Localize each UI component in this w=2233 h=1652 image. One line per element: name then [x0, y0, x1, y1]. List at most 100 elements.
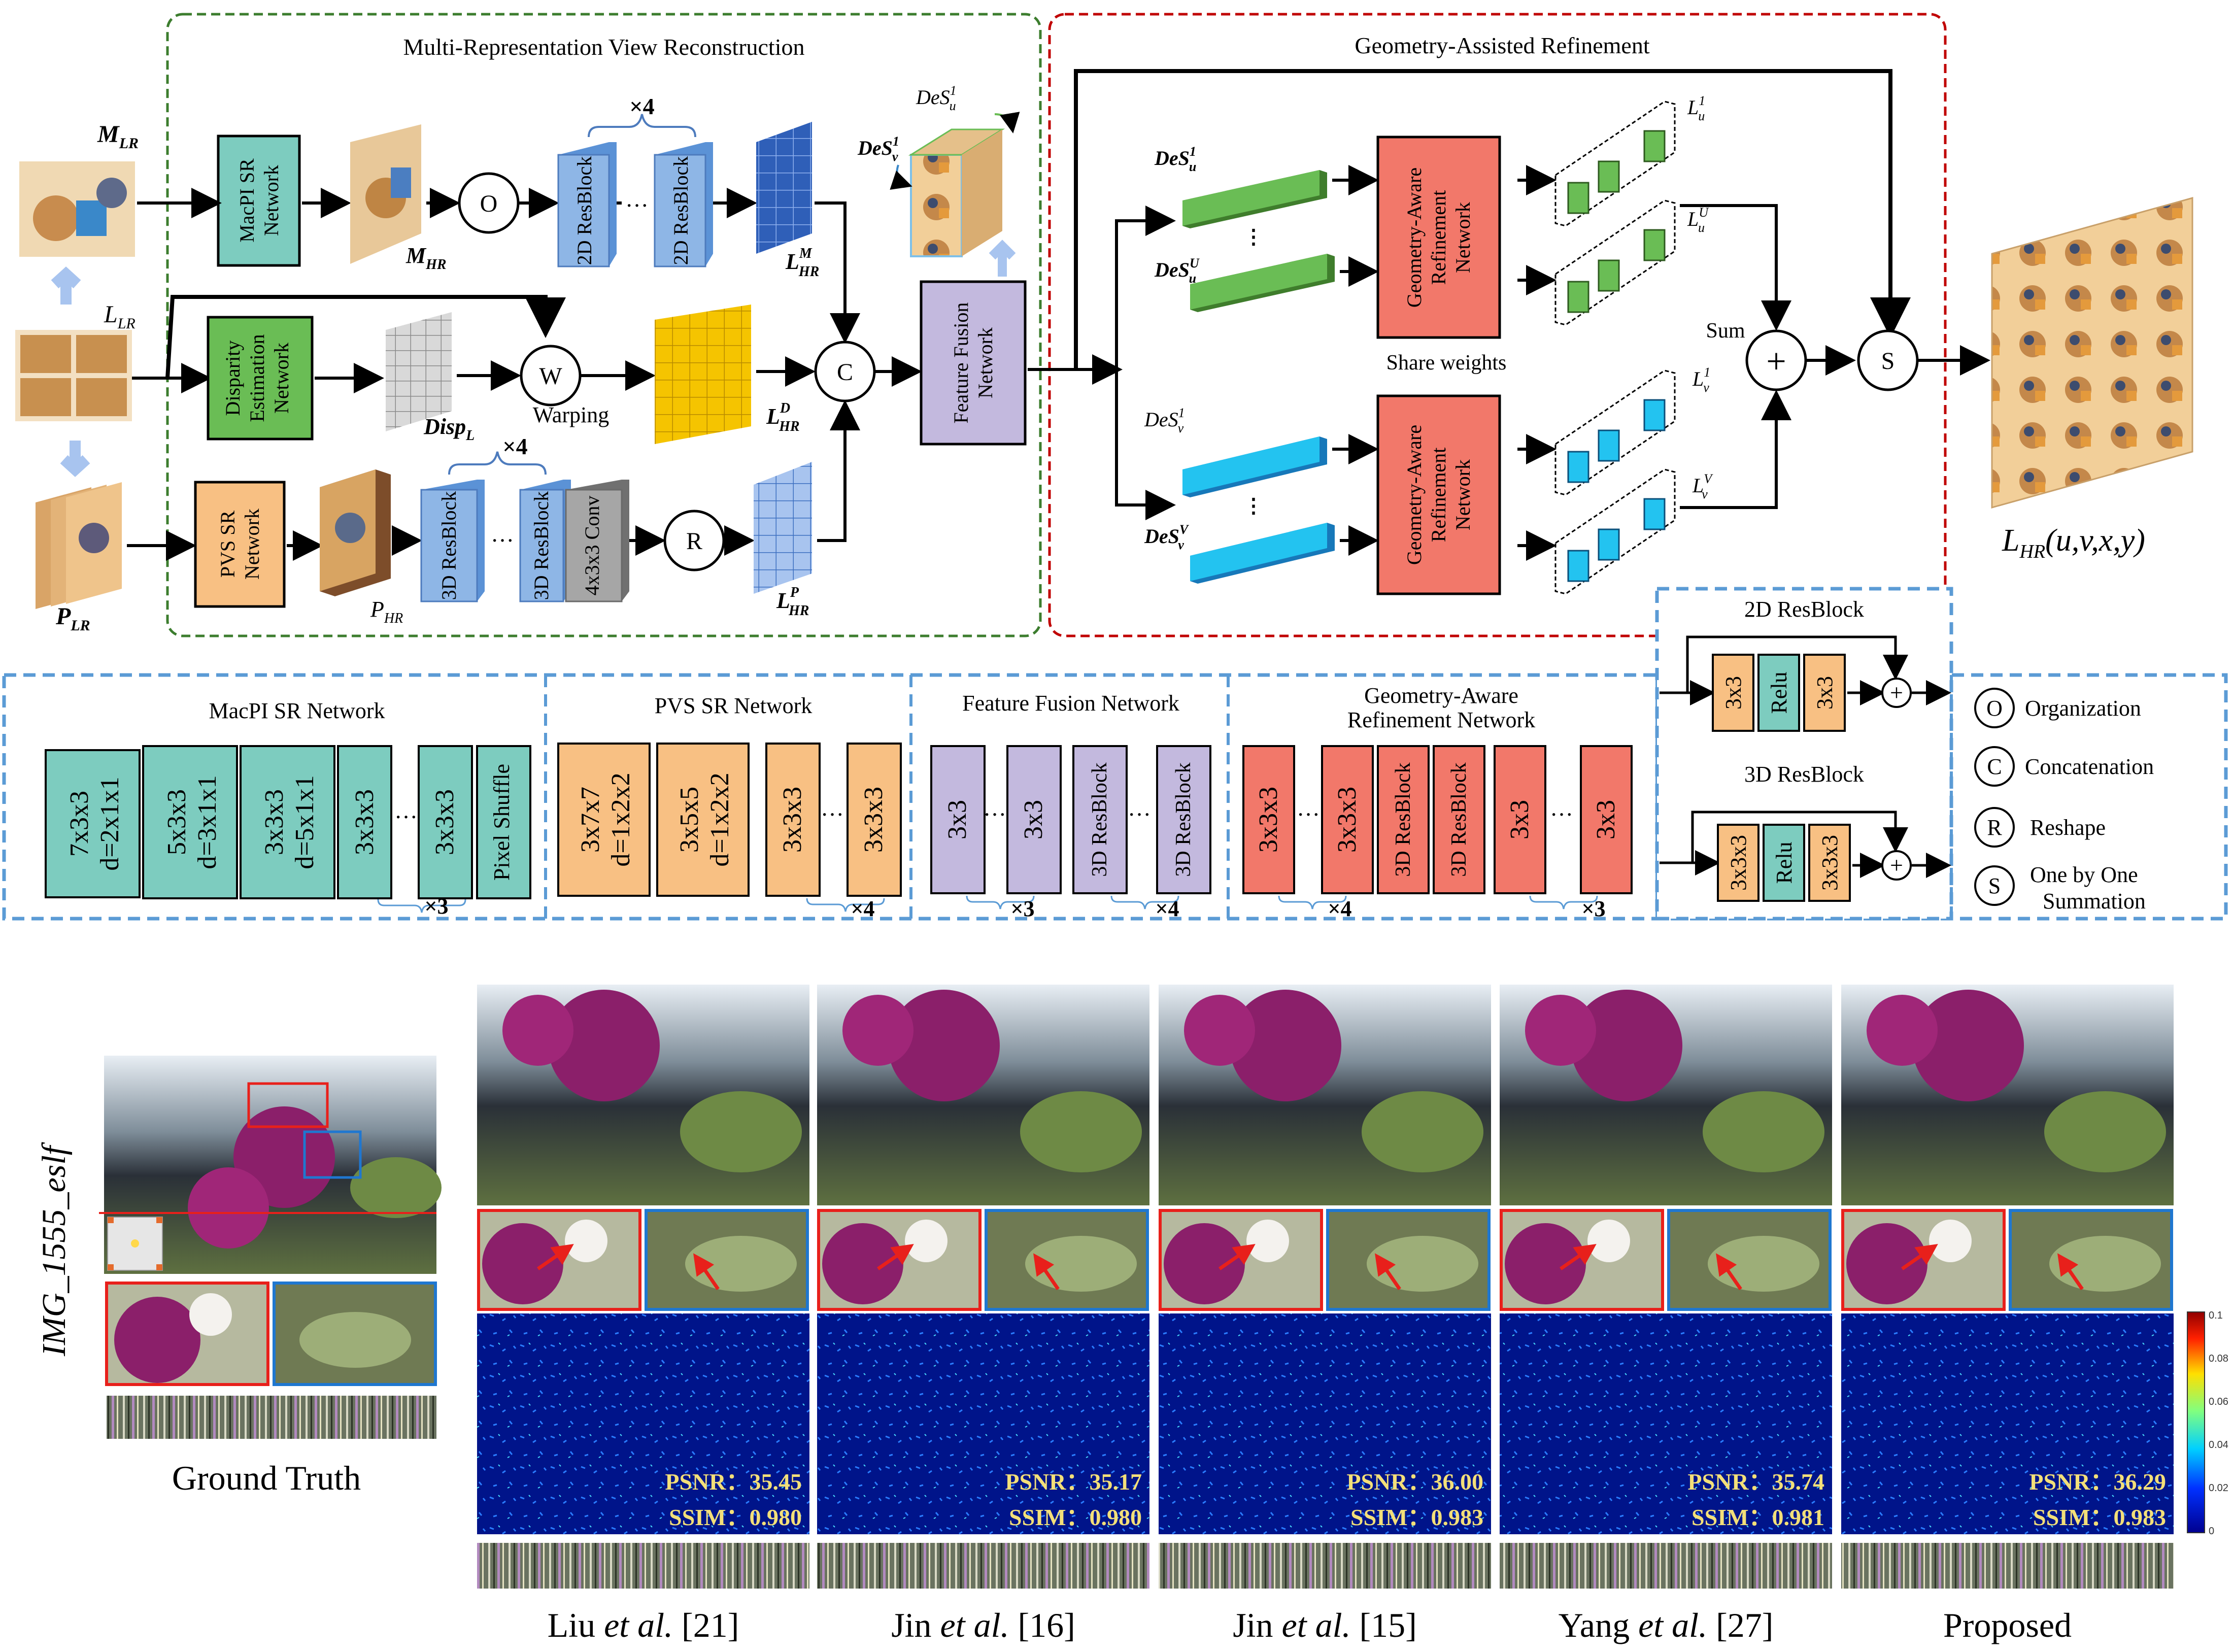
res3d-2-text: 3D ResBlock — [530, 491, 553, 600]
sum-circle — [1745, 329, 1807, 391]
res2d-conv-2-text: 3x3 — [1812, 676, 1837, 710]
method-crop-leaf — [685, 1236, 797, 1292]
ff-block-2-text: 3x3 — [1019, 800, 1048, 839]
res3d-1-text: 3D ResBlock — [437, 491, 460, 600]
gt-epi — [107, 1396, 436, 1439]
pvs-block-1 — [557, 743, 651, 897]
res3d-conv-2 — [1808, 824, 1851, 902]
macpi-detail-blocks: 7x3x3d=2x1x1 5x3x3d=3x1x1 3x3x3d=5x1x1 3… — [45, 745, 531, 899]
gt-crop-red — [105, 1282, 269, 1386]
method-error-map — [1500, 1313, 1832, 1534]
mrvr-panel — [166, 13, 1042, 637]
pvs-block-4 — [847, 743, 902, 897]
method-photo-flower — [1571, 990, 1682, 1101]
scene-name: IMG_1555_eslf — [36, 1142, 73, 1357]
garn-v-text: Geometry-AwareRefinementNetwork — [1403, 425, 1474, 565]
des-vV-stack — [1190, 523, 1335, 584]
method-crop-leaf — [1708, 1236, 1819, 1292]
method-crop-arrow — [1560, 1244, 1597, 1270]
legend-s-sym: S — [1988, 873, 2001, 898]
gar-panel — [1048, 13, 1947, 637]
method-crop-leaf — [2049, 1236, 2161, 1292]
p-lr-label: PLR — [55, 603, 90, 634]
ff-block-1-text: 3x3 — [943, 800, 972, 839]
p-hr-label: PHR — [370, 597, 403, 626]
legend-r-circle — [1974, 807, 2015, 848]
method-crop-petal — [1246, 1220, 1289, 1262]
output-lf-image — [1991, 197, 2193, 509]
garn-box-u — [1376, 136, 1501, 339]
method-error-map — [817, 1313, 1149, 1534]
conv-433-block — [565, 480, 629, 602]
input-p-lr — [36, 482, 122, 609]
op-summation-circle — [1857, 329, 1919, 391]
macpi-block-4 — [337, 745, 392, 899]
ff-rep-1: ×3 — [1010, 896, 1034, 921]
method-epi — [817, 1543, 1149, 1589]
method-psnr: PSNR：36.29 — [2029, 1469, 2166, 1495]
macpi-block-1 — [45, 749, 141, 898]
method-error-map — [477, 1313, 809, 1534]
method-crop-arrow — [693, 1253, 720, 1290]
pvs-net-text: PVS SRNetwork — [216, 509, 263, 580]
macpi-block-2 — [142, 745, 238, 899]
method-psnr: PSNR：35.74 — [1687, 1469, 1824, 1495]
method-crop-flower — [822, 1223, 903, 1304]
ff-detail-blocks: 3x3 ··· 3x3 3D ResBlock ··· 3D ResBlock — [930, 745, 1211, 894]
method-psnr: PSNR：35.17 — [1005, 1469, 1142, 1495]
method-psnr: PSNR：35.45 — [665, 1469, 802, 1495]
legend-o-text: Organization — [2025, 696, 2141, 721]
legend-c-circle — [1974, 746, 2015, 787]
up-arrow-light — [51, 266, 81, 305]
garn-block-6-text: 3x3 — [1592, 800, 1620, 839]
method-caption: Jin et al. [16] — [891, 1606, 1075, 1644]
res3d-conv-1 — [1717, 824, 1760, 902]
method-crop-petal — [565, 1220, 607, 1262]
mrvr-title: Multi-Representation View Reconstruction — [403, 34, 804, 60]
input-m-lr — [19, 161, 135, 257]
method-crop-arrow — [877, 1244, 914, 1270]
details-panel — [2, 673, 2228, 921]
ff-ellipsis-2: ··· — [1128, 801, 1151, 827]
garn-block-2 — [1321, 745, 1374, 894]
res2d-ellipsis: ··· — [625, 192, 649, 218]
method-crop-leaf — [1367, 1236, 1478, 1292]
garn-block-5 — [1494, 745, 1546, 894]
legend-o-sym: O — [1986, 696, 2003, 721]
method-crop-arrow — [1033, 1253, 1060, 1290]
method-crop-arrow — [1375, 1253, 1401, 1290]
pvs-block-3-text: 3x3x3 — [778, 787, 807, 853]
res3d-relu-text: Relu — [1772, 841, 1797, 884]
res2d-conv-1 — [1712, 654, 1754, 732]
garn-detail-blocks: 3x3x3 ··· 3x3x3 3D ResBlock 3D ResBlock … — [1242, 745, 1633, 894]
gt-crop-blue — [273, 1282, 437, 1386]
colorbar-ticks: 0.10.080.060.040.020 — [2209, 1310, 2228, 1537]
legend-r-text: Reshape — [2030, 815, 2106, 840]
ff-block-1 — [930, 745, 986, 894]
macpi-block-2-text: 5x3x3d=3x1x1 — [162, 775, 222, 869]
m-hr-label: MHR — [405, 243, 447, 273]
pvs-block-2-text: 3x5x5d=1x2x2 — [675, 772, 734, 866]
pvs-block-4-text: 3x3x3 — [859, 787, 888, 853]
lv-stack — [1554, 369, 1676, 595]
garn-ellipsis-1: ··· — [1297, 801, 1320, 827]
disparity-estimation-box — [207, 316, 314, 441]
l-hr-d-grid — [655, 305, 751, 444]
method-photo-flower — [1867, 995, 1938, 1066]
colorbar-tick: 0.02 — [2209, 1482, 2228, 1494]
res3d-plus: + — [1890, 852, 1903, 878]
macpi-ellipsis: ··· — [394, 804, 418, 830]
pvs-block-2 — [656, 743, 750, 897]
res2d-2-text: 2D ResBlock — [669, 156, 692, 265]
legend: O Organization C Concatenation R Reshape… — [1974, 688, 2154, 914]
des-u-vdots: ⋮ — [1243, 225, 1264, 248]
down-arrow-light — [60, 441, 90, 477]
l-hr-m-grid — [756, 122, 812, 254]
